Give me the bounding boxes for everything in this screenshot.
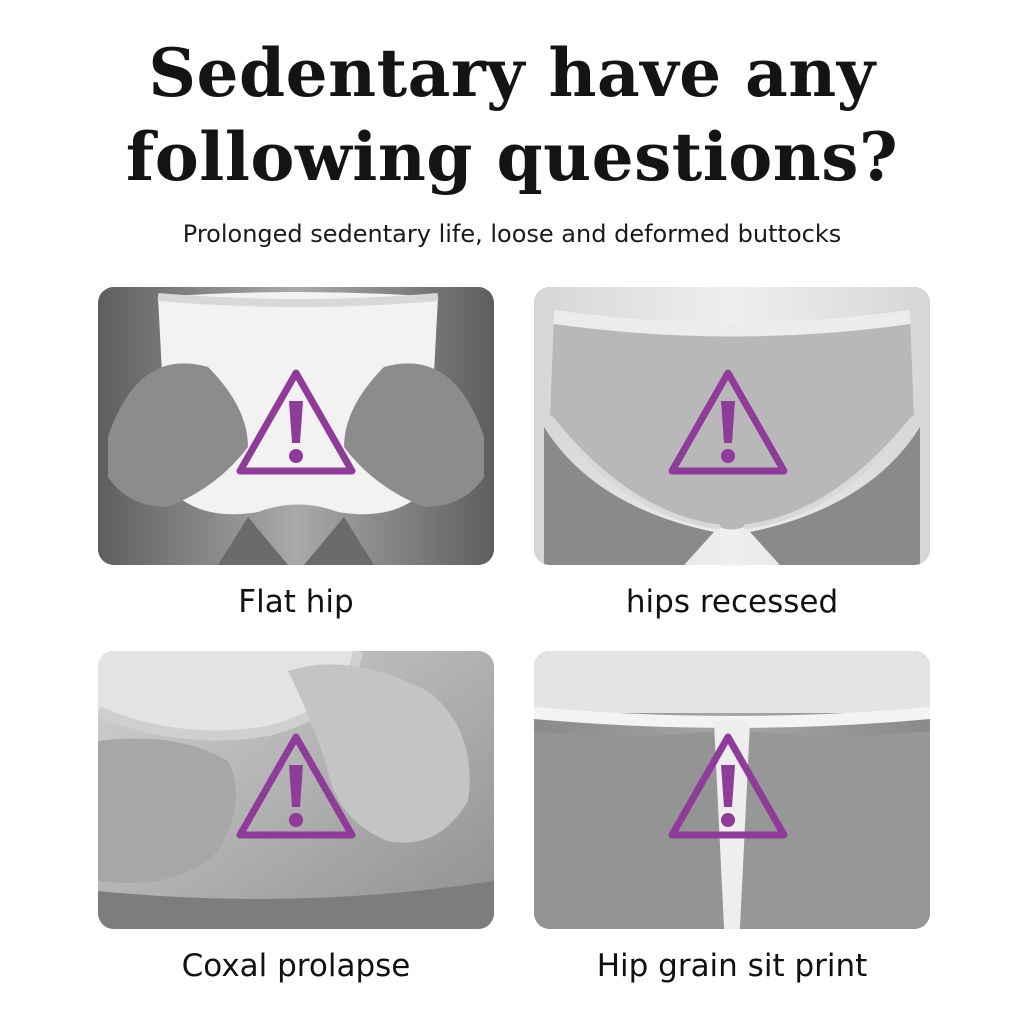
caption-flat-hip: Flat hip [238, 584, 354, 620]
warning-triangle-icon [668, 733, 788, 839]
warning-triangle-icon [668, 369, 788, 475]
photo-hip-grain-sit-print [534, 651, 930, 929]
headline-line-2: following questions? [125, 118, 899, 196]
caption-hip-grain-sit-print: Hip grain sit print [596, 948, 868, 984]
caption-coxal-prolapse: Coxal prolapse [181, 948, 411, 984]
panel-hip-grain-sit-print-photo [534, 651, 930, 929]
caption-hips-recessed: hips recessed [625, 584, 839, 620]
panel-flat-hip-photo [98, 287, 494, 565]
subtitle: Prolonged sedentary life, loose and defo… [182, 220, 842, 248]
panel-hips-recessed-photo [534, 287, 930, 565]
warning-triangle-icon [236, 369, 356, 475]
warning-triangle-icon [236, 733, 356, 839]
headline-line-1: Sedentary have any [148, 34, 876, 112]
panel-coxal-prolapse-photo [98, 651, 494, 929]
